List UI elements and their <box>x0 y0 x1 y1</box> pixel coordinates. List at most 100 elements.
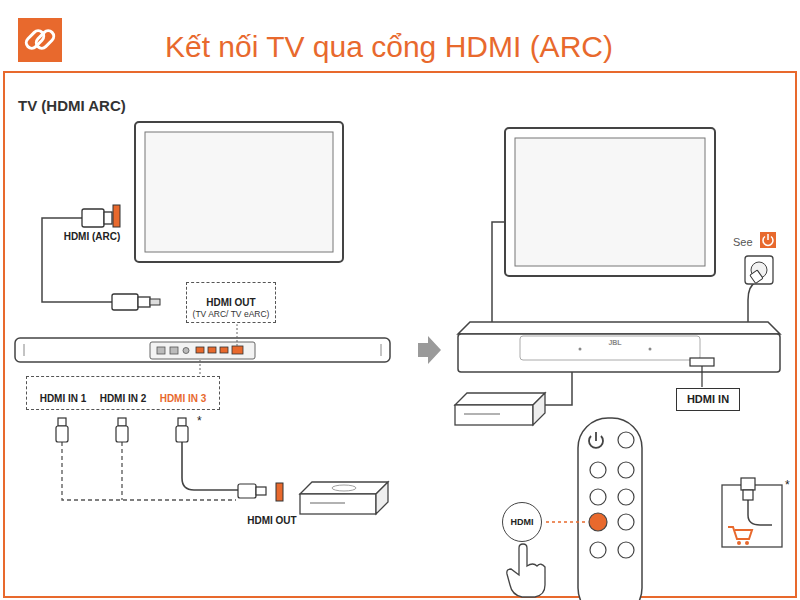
soundbar-front-part <box>579 348 582 351</box>
media-player-left-part <box>300 482 388 494</box>
cable-included-box-part <box>745 541 749 545</box>
input-band: HDMI IN 1HDMI IN 2HDMI IN 3 <box>26 376 220 410</box>
remote-control-part <box>595 432 597 441</box>
input-cables-part <box>182 442 238 490</box>
tv-left <box>113 122 343 262</box>
soundbar-rear-part <box>150 342 255 359</box>
page-title: Kết nối TV qua cổng HDMI (ARC) <box>165 29 613 65</box>
soundbar-rear-part <box>232 346 243 354</box>
media-player-right-part <box>455 405 533 425</box>
step-arrow <box>418 336 441 364</box>
remote-control-part <box>590 462 606 478</box>
cable-included-box-part <box>741 478 755 490</box>
brand-logo: JBL <box>608 339 621 347</box>
soundbar-front-part <box>458 334 780 372</box>
soundbar-front <box>458 322 780 372</box>
hdmi-arc-cable-part <box>42 218 112 302</box>
hdmi-arc-cable-part <box>150 299 160 305</box>
tv-left-part <box>113 205 120 227</box>
link-icon-part <box>24 29 56 51</box>
cable-included-box-part <box>722 485 782 547</box>
soundbar-rear-part <box>24 344 25 356</box>
soundbar-rear <box>15 338 390 375</box>
media-player-right-part <box>533 393 545 425</box>
remote-control-part <box>618 432 634 448</box>
hdmi-plugs <box>56 418 266 498</box>
reference-note: See <box>733 236 753 249</box>
soundbar-front-part <box>458 322 780 334</box>
media-player-right <box>455 372 572 425</box>
tv-left-part <box>145 132 333 252</box>
soundbar-front-part <box>520 336 700 360</box>
media-player-right-part <box>464 413 500 414</box>
tv-right-part <box>505 128 715 276</box>
remote-button: HDMI <box>502 502 542 542</box>
remote-control <box>546 418 642 600</box>
port-label: HDMI OUT <box>206 297 255 309</box>
remote-control-part <box>578 418 642 600</box>
section-heading: TV (HDMI ARC) <box>18 97 126 115</box>
port-label: HDMI OUT <box>247 515 296 527</box>
tv-right-part <box>515 138 705 266</box>
hdmi-plugs-part <box>178 418 186 426</box>
media-player-left-part <box>332 485 356 491</box>
port-label: HDMI IN 1 <box>33 393 93 405</box>
input-cables-part <box>121 442 122 500</box>
link-icon-part-part <box>34 29 56 51</box>
port-callout: HDMI IN <box>676 388 740 411</box>
power-connection-part <box>750 270 763 283</box>
hdmi-plugs-part <box>58 418 66 426</box>
soundbar-rear-part <box>381 344 382 356</box>
power-connection-part <box>745 256 773 284</box>
cable-included-box <box>722 478 782 547</box>
remote-control-part <box>618 542 634 558</box>
footnote-mark: * <box>197 414 202 428</box>
port-label: HDMI IN <box>687 393 729 406</box>
input-cables-part <box>62 442 236 500</box>
port-label: HDMI IN 3 <box>153 393 213 405</box>
tv-right-part <box>492 222 505 322</box>
port-box: HDMI OUT(TV ARC/ TV eARC) <box>186 282 277 323</box>
hdmi-plugs-part <box>56 426 68 442</box>
soundbar-rear-part <box>183 348 189 354</box>
soundbar-rear-part <box>200 360 201 375</box>
hdmi-arc-cable-part <box>112 294 138 310</box>
soundbar-rear-part <box>196 347 204 353</box>
power-connection-part <box>748 282 756 322</box>
hdmi-arc-cable <box>42 209 160 310</box>
soundbar-rear-part <box>15 338 390 362</box>
port-label: (TV ARC/ TV eARC) <box>193 309 270 319</box>
remote-control-part <box>590 542 606 558</box>
tv-left-part <box>135 122 343 262</box>
port-label: HDMI (ARC) <box>64 231 121 243</box>
link-icon-part <box>18 18 62 62</box>
hdmi-arc-cable-part <box>104 212 112 224</box>
hdmi-plugs-part <box>118 418 126 426</box>
soundbar-front-part <box>649 348 652 351</box>
hdmi-arc-cable-part <box>82 209 104 227</box>
soundbar-rear-part <box>220 347 228 353</box>
soundbar-rear-part <box>170 347 178 354</box>
frame <box>4 72 796 597</box>
power-connection-part <box>760 232 776 248</box>
port-label: HDMI <box>511 517 534 528</box>
remote-control-part <box>590 489 606 505</box>
step-arrow-part <box>418 336 441 364</box>
leader-line <box>701 366 702 387</box>
frame-part <box>4 72 796 597</box>
remote-control-part <box>618 462 634 478</box>
cable-included-box-part <box>728 527 752 539</box>
cable-included-box-part <box>748 500 772 525</box>
remote-control-part <box>618 489 634 505</box>
pressing-hand <box>507 544 545 597</box>
port-label: HDMI IN 2 <box>93 393 153 405</box>
link-icon <box>18 18 62 62</box>
media-player-right-part <box>455 393 545 405</box>
media-player-right-part <box>545 372 572 405</box>
input-cables <box>62 442 238 500</box>
pressing-hand-part <box>507 544 545 597</box>
media-player-left-part <box>310 502 345 503</box>
tv-right <box>492 128 715 322</box>
